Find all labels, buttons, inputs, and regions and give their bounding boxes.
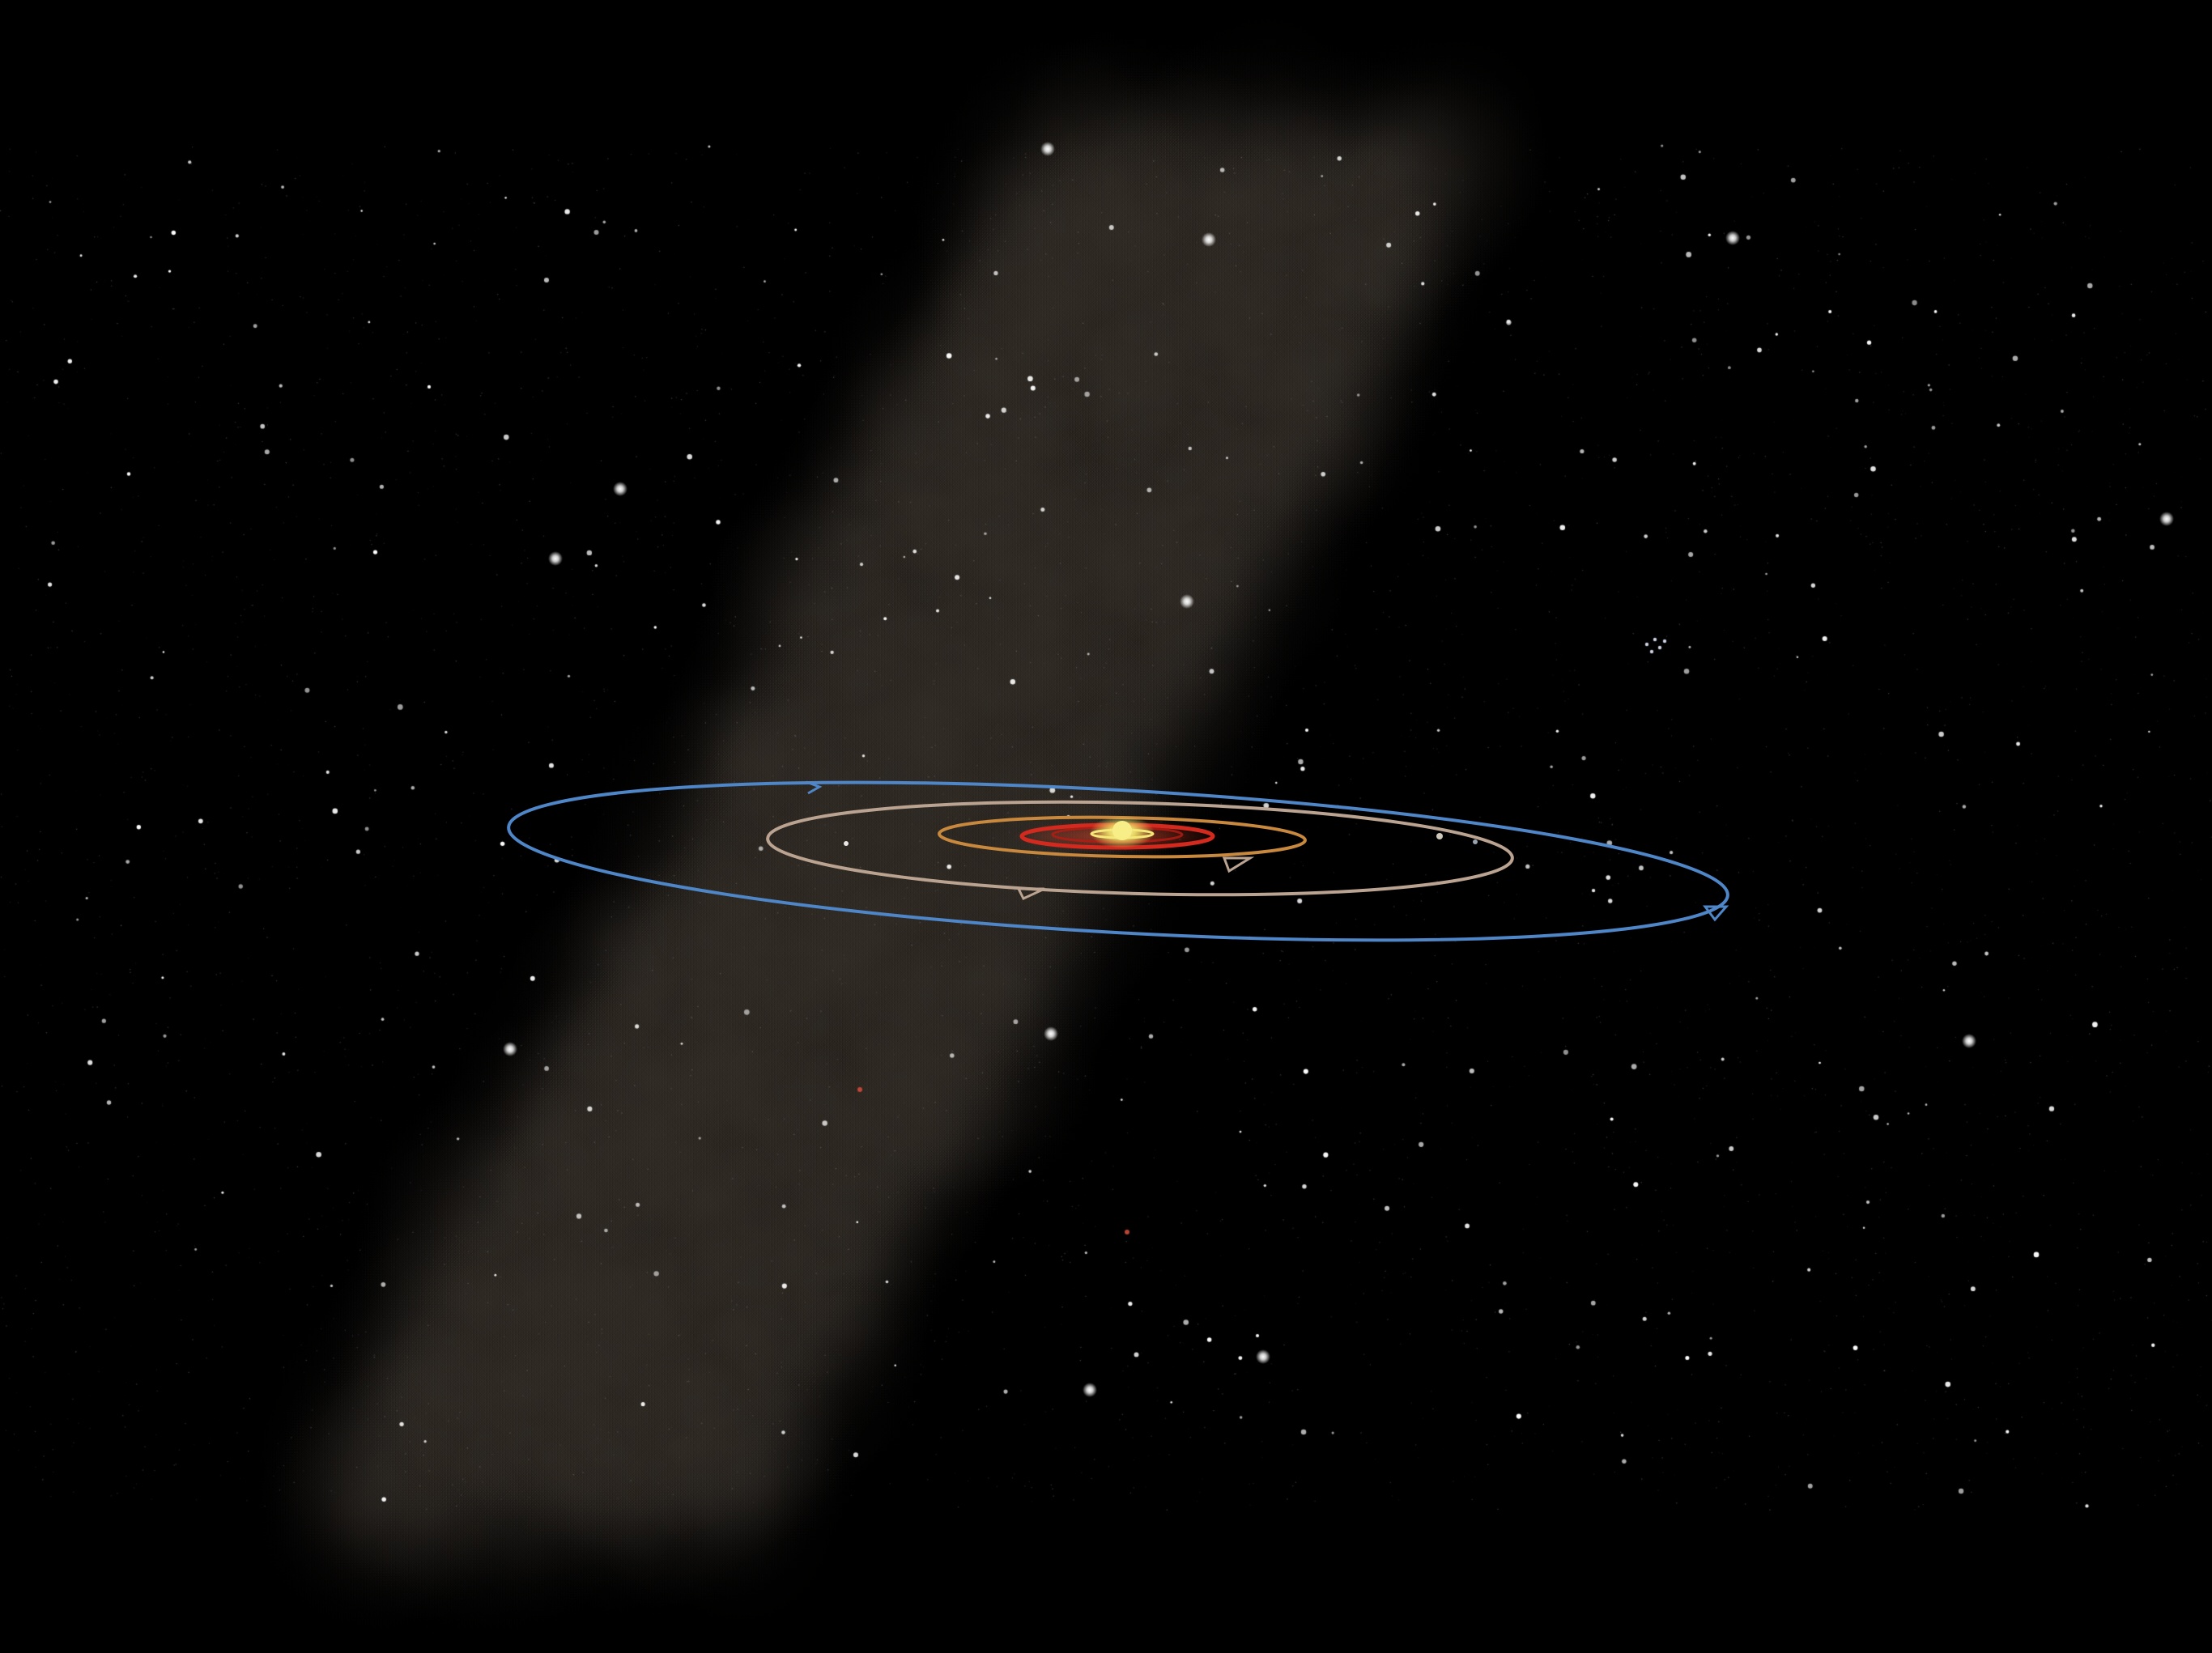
planet-dot[interactable] <box>1473 839 1478 844</box>
orbit-3-path[interactable] <box>766 793 1514 903</box>
central-star[interactable] <box>1112 821 1132 840</box>
orbit-2-marker <box>1222 856 1255 873</box>
orbit-4-marker-2 <box>806 780 823 795</box>
orbit-4-path[interactable] <box>504 756 1731 967</box>
orbit-3-marker <box>1016 887 1045 900</box>
planet-dot[interactable] <box>844 841 849 846</box>
orbit-4-marker <box>1703 905 1729 922</box>
planet-dot[interactable] <box>1436 833 1443 839</box>
